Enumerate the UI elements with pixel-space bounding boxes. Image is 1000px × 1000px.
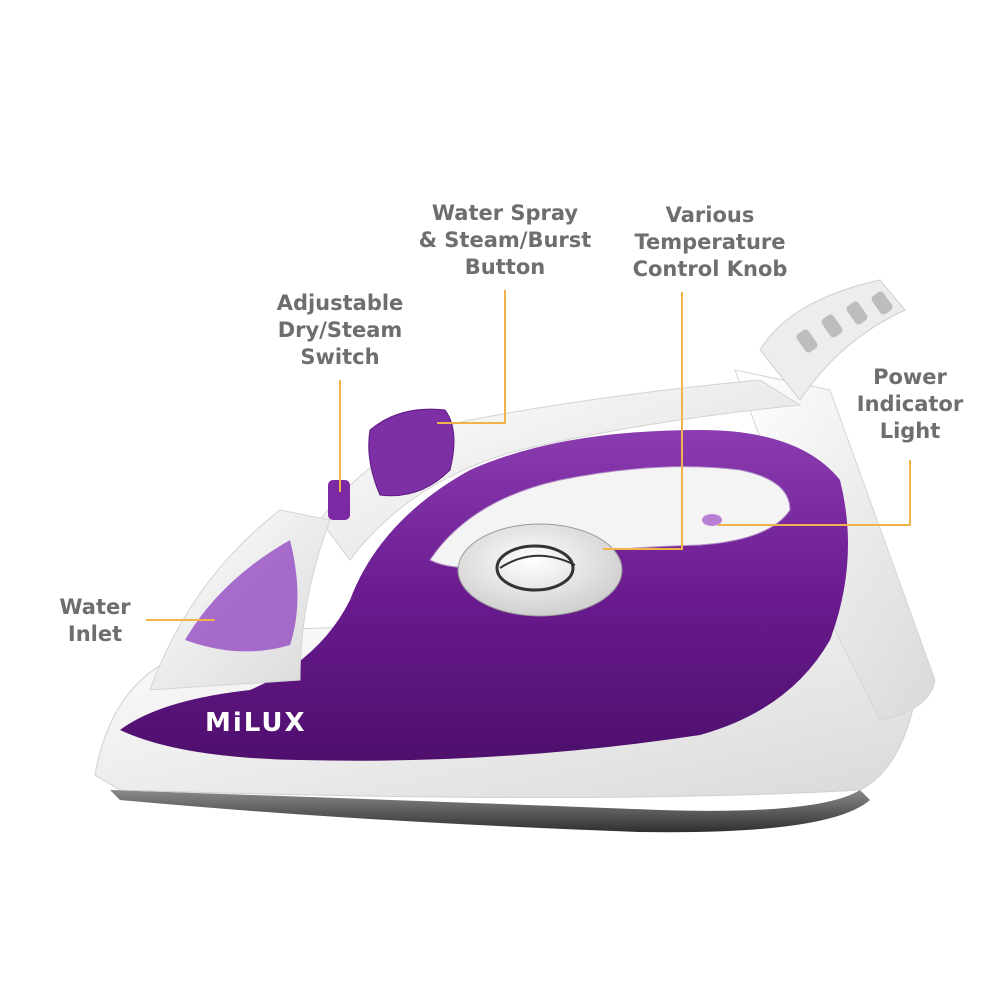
callout-line-temp	[603, 292, 683, 550]
label-water-spray-button: Water Spray & Steam/Burst Button	[418, 201, 592, 279]
soleplate	[110, 790, 870, 833]
cord-guard	[759, 279, 906, 401]
label-dry-steam-switch: Adjustable Dry/Steam Switch	[276, 291, 404, 369]
water-inlet-cap	[185, 540, 298, 652]
label-temperature-knob: Various Temperature Control Knob	[632, 203, 788, 281]
temperature-knob	[457, 523, 623, 617]
callout-line-power	[718, 460, 911, 526]
brand-logo: MiLUX	[205, 708, 307, 738]
label-water-inlet: Water Inlet	[59, 595, 131, 646]
power-indicator-light	[702, 514, 722, 526]
callout-line-spray	[437, 290, 506, 424]
spray-button	[368, 408, 455, 497]
dry-steam-switch	[328, 480, 350, 520]
label-power-indicator: Power Indicator Light	[856, 365, 964, 443]
